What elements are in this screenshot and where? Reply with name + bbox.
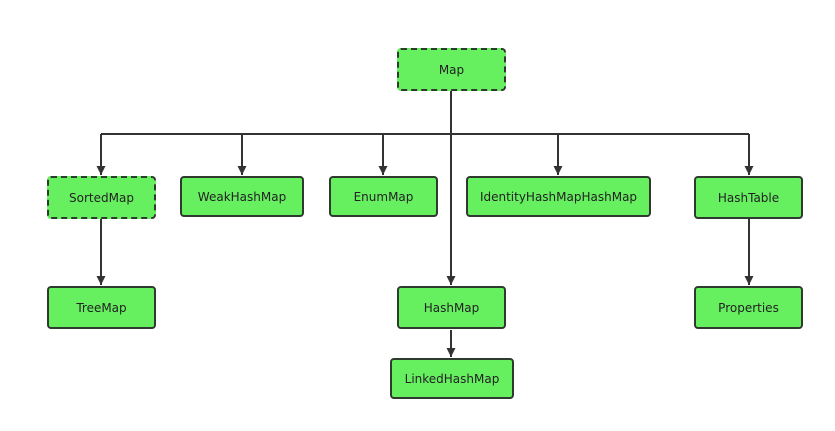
node-tree-map-label: TreeMap [76,300,127,315]
node-hash-map-label: HashMap [423,300,480,315]
node-hash-table-label: HashTable [717,190,780,205]
node-weak-hash-map-label: WeakHashMap [197,189,287,204]
node-tree-map: TreeMap [47,286,156,329]
node-linked-hash-map-label: LinkedHashMap [404,371,500,386]
node-map-label: Map [438,62,465,77]
node-hash-table: HashTable [694,176,803,219]
node-sorted-map-label: SortedMap [69,190,134,205]
node-enum-map: EnumMap [329,176,438,217]
node-sorted-map: SortedMap [47,176,156,219]
node-linked-hash-map: LinkedHashMap [390,358,514,399]
node-identity-hash-map: IdentityHashMapHashMap [466,176,651,217]
node-map: Map [397,48,506,91]
node-weak-hash-map: WeakHashMap [180,176,304,217]
node-properties-label: Properties [718,300,779,315]
node-hash-map: HashMap [397,286,506,329]
node-identity-hash-map-label: IdentityHashMapHashMap [479,189,638,204]
node-enum-map-label: EnumMap [353,189,414,204]
node-properties: Properties [694,286,803,329]
